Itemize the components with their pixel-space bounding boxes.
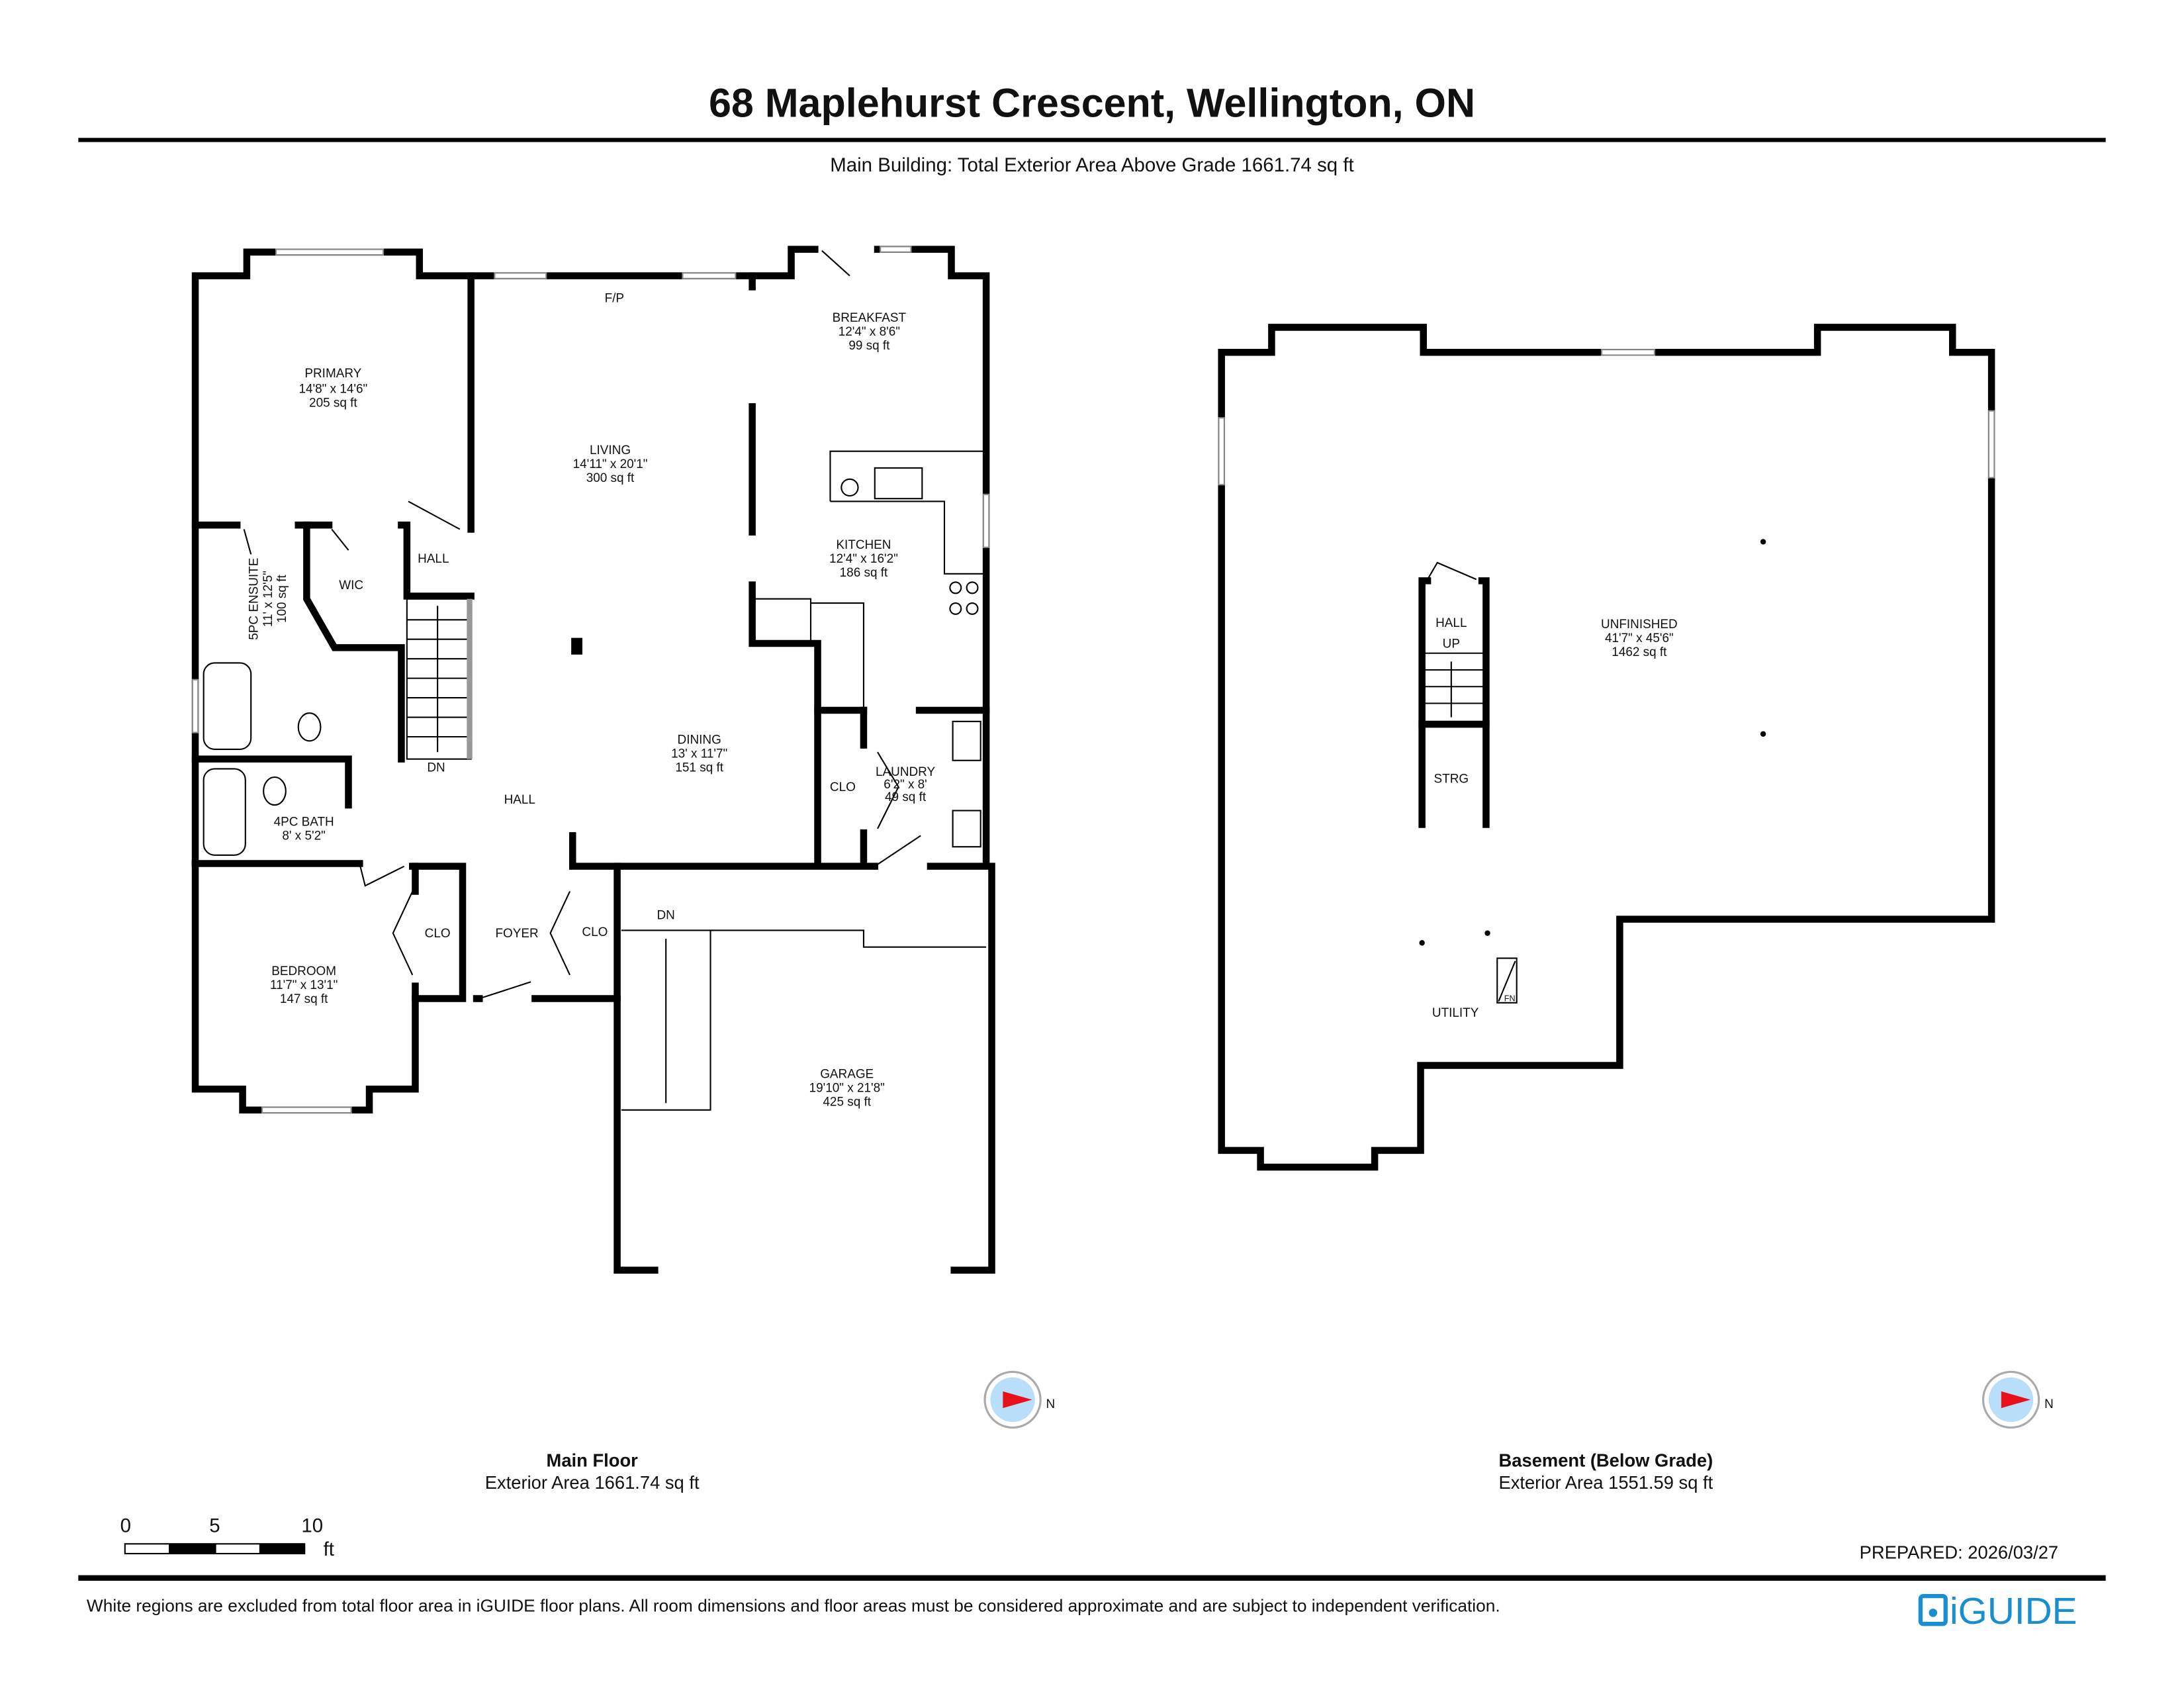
compass-icon: N	[983, 1370, 1056, 1429]
room-name: BREAKFAST	[833, 311, 907, 325]
room-area: 100 sq ft	[275, 575, 289, 623]
room-area: 99 sq ft	[848, 339, 890, 353]
basement-stairs	[1422, 652, 1486, 718]
label-hall: HALL	[504, 793, 535, 807]
label-foyer: FOYER	[495, 927, 538, 941]
room-dims: 11' x 12'5"	[261, 571, 275, 627]
label-strg: STRG	[1434, 772, 1469, 786]
basement-plan: FN UNFINISHED 41'7" x 45'6" 1462 sq ft H…	[1218, 324, 1995, 1171]
label-fireplace: F/P	[605, 292, 624, 306]
label-dn: DN	[427, 761, 445, 775]
footer-rule	[78, 1575, 2106, 1581]
furnace-icon	[1496, 957, 1518, 1004]
iguide-logo: iGUIDE	[1918, 1591, 2077, 1632]
scale-tick: 10	[301, 1515, 323, 1536]
room-dims: 12'4" x 16'2"	[829, 552, 898, 566]
compass-north-label: N	[1046, 1397, 1056, 1411]
room-dims: 6'2" x 8'	[884, 778, 927, 792]
room-area: 300 sq ft	[586, 471, 635, 485]
room-dims: 11'7" x 13'1"	[270, 978, 338, 992]
room-name: DINING	[678, 733, 721, 747]
main-floor-label: Main Floor	[547, 1450, 639, 1470]
compass-north-label: N	[2044, 1397, 2054, 1411]
room-area: 151 sq ft	[675, 761, 723, 775]
room-name: LIVING	[590, 444, 631, 457]
main-floor-area: Exterior Area 1661.74 sq ft	[485, 1472, 700, 1493]
label-furnace: FN	[1504, 994, 1516, 1004]
room-area: 186 sq ft	[840, 566, 888, 580]
room-name: 4PC BATH	[274, 816, 334, 829]
room-area: 49 sq ft	[885, 790, 927, 804]
label-clo: CLO	[425, 927, 451, 941]
room-name: GARAGE	[820, 1067, 874, 1081]
compass-icon: N	[1981, 1370, 2054, 1429]
room-area: 425 sq ft	[823, 1096, 871, 1109]
room-dims: 13' x 11'7"	[671, 747, 727, 761]
label-clo: CLO	[582, 925, 608, 939]
scale-tick: 0	[120, 1515, 131, 1536]
label-hall: HALL	[1435, 616, 1467, 630]
scale-tick: 5	[209, 1515, 220, 1536]
room-dims: 12'4" x 8'6"	[839, 325, 900, 339]
room-name: UNFINISHED	[1601, 618, 1678, 632]
room-dims: 14'11" x 20'1"	[573, 457, 648, 471]
room-area: 147 sq ft	[280, 992, 328, 1006]
room-dims: 14'8" x 14'6"	[298, 382, 367, 396]
scale-bar: 0 5 10 ft	[120, 1515, 334, 1560]
room-dims: 8' x 5'2"	[282, 829, 325, 843]
main-floor-plan: PRIMARY 14'8" x 14'6" 205 sq ft LIVING 1…	[191, 246, 995, 1274]
room-name: 5PC ENSUITE	[248, 558, 261, 640]
header-rule	[78, 138, 2106, 142]
label-dn: DN	[657, 909, 675, 923]
basement-area: Exterior Area 1551.59 sq ft	[1498, 1472, 1713, 1493]
page-title: 68 Maplehurst Crescent, Wellington, ON	[709, 81, 1475, 126]
label-utility: UTILITY	[1432, 1006, 1479, 1020]
room-area: 1462 sq ft	[1612, 645, 1667, 659]
label-wic: WIC	[339, 579, 363, 592]
scale-unit: ft	[324, 1538, 334, 1560]
iguide-logo-text: iGUIDE	[1950, 1591, 2077, 1632]
label-hall: HALL	[418, 552, 449, 566]
room-name: BEDROOM	[271, 964, 336, 978]
room-area: 205 sq ft	[309, 396, 357, 410]
label-up: UP	[1443, 637, 1460, 651]
room-dims: 41'7" x 45'6"	[1605, 632, 1674, 645]
label-clo: CLO	[830, 780, 856, 794]
prepared-date: PREPARED: 2026/03/27	[1860, 1542, 2058, 1562]
basement-label: Basement (Below Grade)	[1499, 1450, 1713, 1470]
main-stairs	[406, 598, 473, 760]
disclaimer: White regions are excluded from total fl…	[87, 1595, 1500, 1615]
room-name: KITCHEN	[836, 538, 891, 552]
page-subtitle: Main Building: Total Exterior Area Above…	[830, 154, 1353, 176]
room-name: LAUNDRY	[876, 765, 935, 779]
room-dims: 19'10" x 21'8"	[809, 1082, 885, 1096]
room-name: PRIMARY	[304, 367, 361, 381]
